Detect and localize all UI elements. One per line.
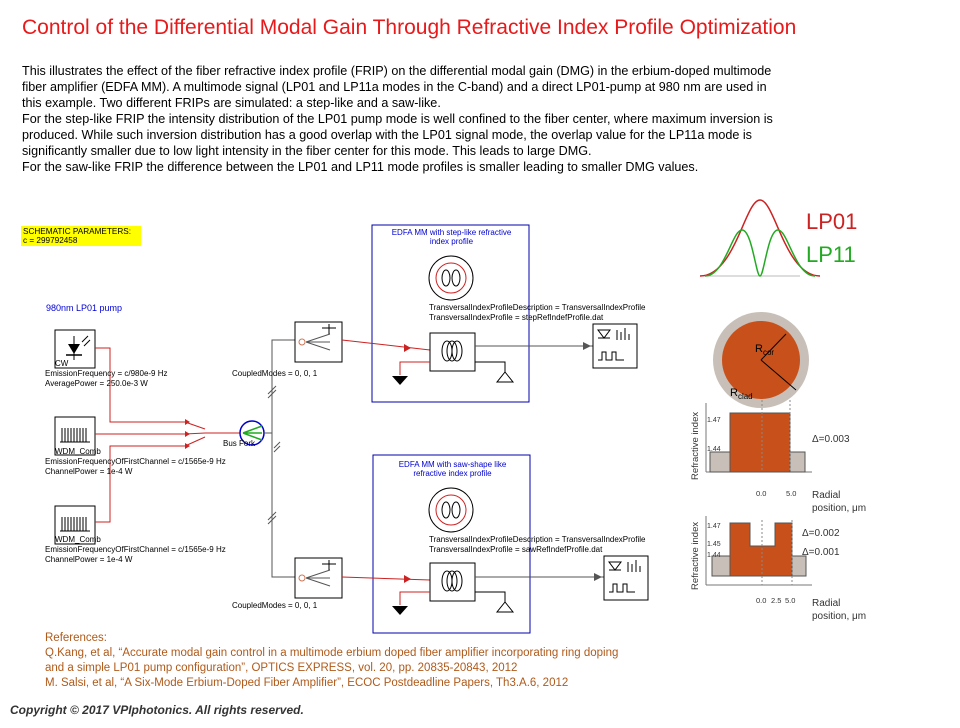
description: This illustrates the effect of the fiber… xyxy=(22,63,892,175)
edfa-step-title: EDFA MM with step-like refractive index … xyxy=(391,228,512,246)
saw-xtick: 2.5 xyxy=(771,596,781,605)
coupled-modes-label: CoupledModes = 0, 0, 1 xyxy=(232,369,318,378)
edfa-step-param: TransversalIndexProfileDescription = Tra… xyxy=(429,303,646,312)
fiber-amplifier-icon[interactable] xyxy=(429,332,476,372)
fiber-amplifier-icon[interactable] xyxy=(429,562,476,602)
edfa-saw-param: TransversalIndexProfileDescription = Tra… xyxy=(429,535,646,544)
wdm-comb-icon[interactable] xyxy=(54,505,96,545)
step-xlabel: Radial xyxy=(812,490,840,501)
mode-coupler-icon[interactable] xyxy=(294,557,343,599)
description-line: This illustrates the effect of the fiber… xyxy=(22,64,772,78)
wdm-name: WDM_Comb xyxy=(55,447,101,456)
saw-ytick: 1.47 xyxy=(707,523,721,530)
coupled-modes-label: CoupledModes = 0, 0, 1 xyxy=(232,601,318,610)
cw-name: CW xyxy=(55,359,69,368)
copyright: Copyright © 2017 VPIphotonics. All right… xyxy=(10,703,304,717)
fiber-cross-section: Rcor Rclad xyxy=(713,312,809,408)
description-line: For the saw-like FRIP the difference bet… xyxy=(22,160,699,174)
wdm-comb-icon[interactable] xyxy=(54,416,96,456)
page-title: Control of the Differential Modal Gain T… xyxy=(22,16,797,39)
edfa-saw-title: EDFA MM with saw-shape like refractive i… xyxy=(398,460,507,478)
step-xtick: 0.0 xyxy=(756,489,766,498)
fiber-mode-icon[interactable] xyxy=(428,255,474,301)
fiber-mode-icon[interactable] xyxy=(428,487,474,533)
signal-analyzer-icon[interactable] xyxy=(603,555,649,601)
step-xtick: 5.0 xyxy=(786,489,796,498)
description-line: fiber amplifier (EDFA MM). A multimode s… xyxy=(22,80,767,94)
lp11-label: LP11 xyxy=(806,242,856,267)
pump-label: 980nm LP01 pump xyxy=(46,303,123,313)
step-index-profile-chart: Refractive index 1.47 1.44 0.0 5.0 Δ=0.0… xyxy=(690,400,866,514)
description-line: For the step-like FRIP the intensity dis… xyxy=(22,112,773,126)
description-line: significantly smaller due to low light i… xyxy=(22,144,592,158)
wdm-param: EmissionFrequencyOfFirstChannel = c/1565… xyxy=(45,545,226,554)
params-title: SCHEMATIC PARAMETERS: xyxy=(23,227,131,236)
schematic-parameters[interactable]: SCHEMATIC PARAMETERS: c = 299792458 xyxy=(21,226,141,246)
signal-analyzer-icon[interactable] xyxy=(592,323,638,369)
rclad-label: Rclad xyxy=(730,387,753,401)
wdm-name: WDM_Comb xyxy=(55,535,101,544)
reference-line: M. Salsi, et al, “A Six-Mode Erbium-Dope… xyxy=(45,677,569,689)
ground-icon xyxy=(392,376,408,385)
edfa-step-param: TransversalIndexProfile = stepRefIndefPr… xyxy=(429,313,604,322)
wdm-param: EmissionFrequencyOfFirstChannel = c/1565… xyxy=(45,457,226,466)
saw-index-profile-chart: Refractive index 1.47 1.45 1.44 0.0 2.5 … xyxy=(690,516,866,622)
wdm-param: ChannelPower = 1e-4 W xyxy=(45,555,133,564)
saw-delta: Δ=0.002 xyxy=(802,528,840,539)
lp01-label: LP01 xyxy=(806,209,857,234)
step-ylabel: Refractive index xyxy=(690,412,701,480)
saw-ylabel: Refractive index xyxy=(690,522,701,590)
cw-param: EmissionFrequency = c/980e-9 Hz xyxy=(45,369,168,378)
bus-fork-label: Bus Fork xyxy=(223,439,256,448)
params-value: c = 299792458 xyxy=(23,236,78,245)
wdm-param: ChannelPower = 1e-4 W xyxy=(45,467,133,476)
rcor-label: Rcor xyxy=(755,343,774,357)
mode-profile-plot: LP01 LP11 xyxy=(690,196,873,278)
description-line: this example. Two different FRIPs are si… xyxy=(22,96,441,110)
step-ytick: 1.47 xyxy=(707,417,721,424)
edfa-saw-box[interactable] xyxy=(372,454,531,634)
description-line: produced. While such inversion distribut… xyxy=(22,128,752,142)
references-heading: References: xyxy=(45,632,108,644)
saw-ytick: 1.44 xyxy=(707,552,721,559)
edfa-saw-param: TransversalIndexProfile = sawRefIndefPro… xyxy=(429,545,603,554)
mode-coupler-icon[interactable] xyxy=(294,321,343,363)
saw-xtick: 5.0 xyxy=(785,596,795,605)
cw-param: AveragePower = 250.0e-3 W xyxy=(45,379,148,388)
step-xlabel: position, μm xyxy=(812,503,866,514)
step-delta: Δ=0.003 xyxy=(812,434,850,445)
reference-line: Q.Kang, et al, “Accurate modal gain cont… xyxy=(45,647,619,659)
saw-xlabel: position, μm xyxy=(812,611,866,622)
null-icon xyxy=(495,601,515,613)
saw-ytick: 1.45 xyxy=(707,541,721,548)
edfa-step-box[interactable] xyxy=(371,224,530,403)
ground-icon xyxy=(392,606,408,615)
reference-line: and a simple LP01 pump configuration”, O… xyxy=(45,662,518,674)
step-ytick: 1.44 xyxy=(707,446,721,453)
null-icon xyxy=(495,371,515,383)
saw-xlabel: Radial xyxy=(812,598,840,609)
references: References: Q.Kang, et al, “Accurate mod… xyxy=(45,631,618,691)
saw-delta: Δ=0.001 xyxy=(802,547,840,558)
cw-laser-icon[interactable] xyxy=(54,329,96,369)
saw-xtick: 0.0 xyxy=(756,596,766,605)
